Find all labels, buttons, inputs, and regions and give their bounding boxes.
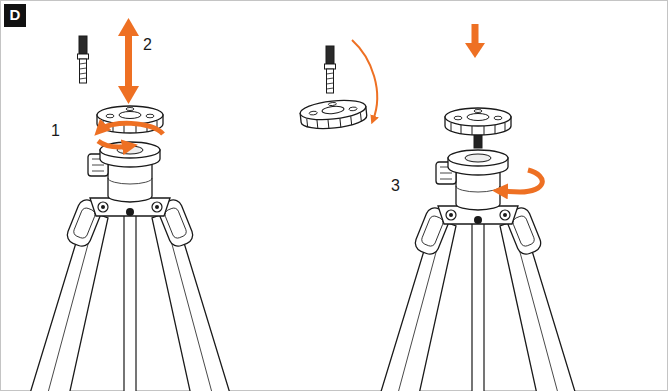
rotate-arrow	[500, 170, 542, 192]
step-letter: D	[10, 7, 21, 24]
quick-knob	[445, 108, 511, 135]
screw	[78, 36, 89, 83]
tripod	[28, 142, 232, 391]
rotate-arrow	[98, 141, 130, 147]
screw	[325, 46, 336, 93]
callout-number: 2	[143, 36, 152, 54]
callout-number: 3	[391, 177, 400, 195]
callout-number: 1	[51, 122, 60, 140]
insert-arrow	[465, 24, 485, 58]
step-letter-box: D	[4, 4, 26, 27]
rotate-arrow	[100, 123, 163, 134]
tripod	[376, 150, 580, 391]
move-arrow	[118, 18, 139, 104]
quick-knob	[97, 106, 163, 133]
flip-arrow	[352, 40, 377, 120]
quick-knob	[299, 98, 367, 132]
